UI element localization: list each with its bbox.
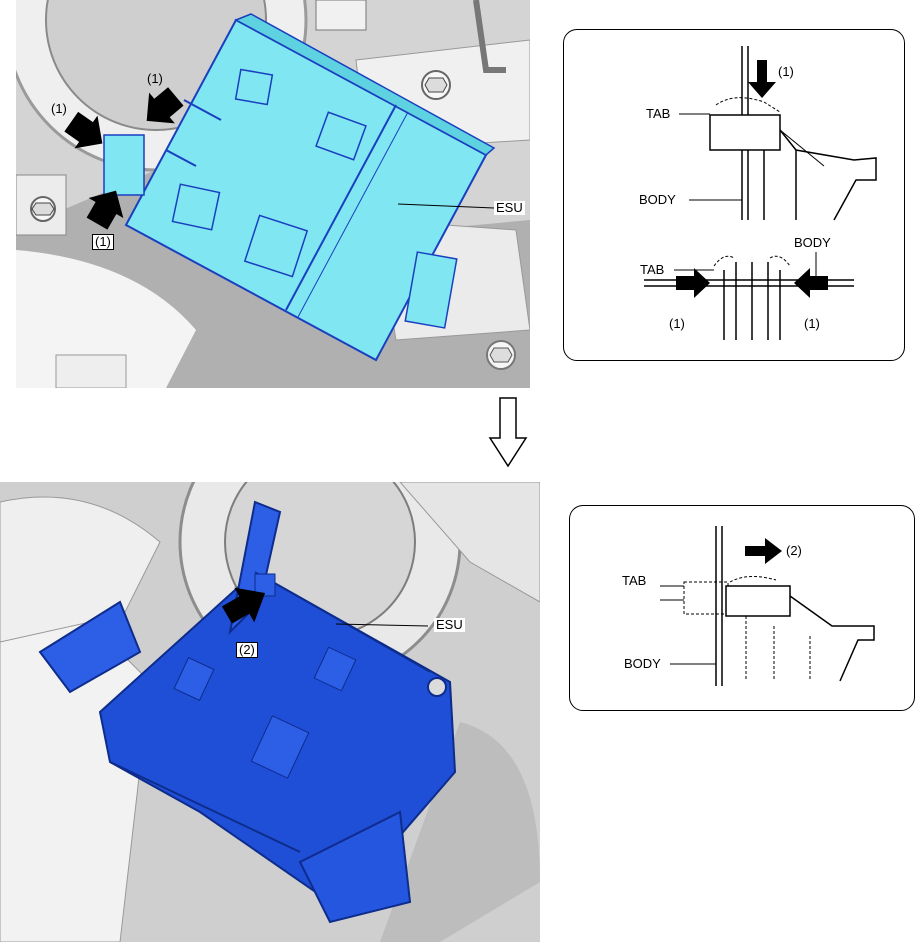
esu-label-top: ESU — [494, 200, 525, 215]
bottom-illustration: (2) ESU — [0, 482, 540, 942]
detail-top-lower-right-arrow-label: (1) — [804, 316, 820, 331]
push-arrow-icon — [676, 268, 710, 298]
bottom-illustration-art — [0, 482, 540, 942]
push-arrow-icon — [221, 587, 266, 624]
push-arrow-icon — [794, 268, 828, 298]
detail-top-arrow-label: (1) — [778, 64, 794, 79]
detail-bottom-body-label: BODY — [624, 656, 661, 671]
detail-tab-release-inset: (1) TAB BODY BODY TAB (1) (1) — [563, 29, 905, 361]
arrow-label-1b: (1) — [147, 71, 163, 86]
detail-slide-inset: (2) TAB BODY — [569, 505, 915, 711]
right-arrow-icon — [745, 538, 782, 564]
push-arrow-icon — [64, 87, 184, 230]
detail-top-body-label: BODY — [639, 192, 676, 207]
top-illustration: (1) (1) (1) ESU — [16, 0, 530, 388]
esu-label-bottom: ESU — [434, 617, 465, 632]
push-arrow-icon — [748, 60, 776, 98]
arrow-label-1c: (1) — [92, 234, 114, 250]
tab-body-detail-drawing — [644, 46, 877, 340]
esu-module-top — [103, 13, 496, 362]
arrow-label-1a: (1) — [51, 101, 67, 116]
detail-bottom-arrow-label: (2) — [786, 543, 802, 558]
detail-bottom-tab-label: TAB — [622, 573, 647, 588]
detail-top-tab-label: TAB — [646, 106, 671, 121]
slide-detail-drawing — [660, 526, 875, 686]
detail-top-lower-left-arrow-label: (1) — [669, 316, 685, 331]
top-illustration-art — [16, 0, 530, 388]
detail-top-lower-body-label: BODY — [794, 235, 831, 250]
detail-top-lower-tab-label: TAB — [640, 262, 665, 277]
down-outline-arrow-icon — [488, 397, 528, 468]
bottom-arrow-label: (2) — [236, 642, 258, 658]
